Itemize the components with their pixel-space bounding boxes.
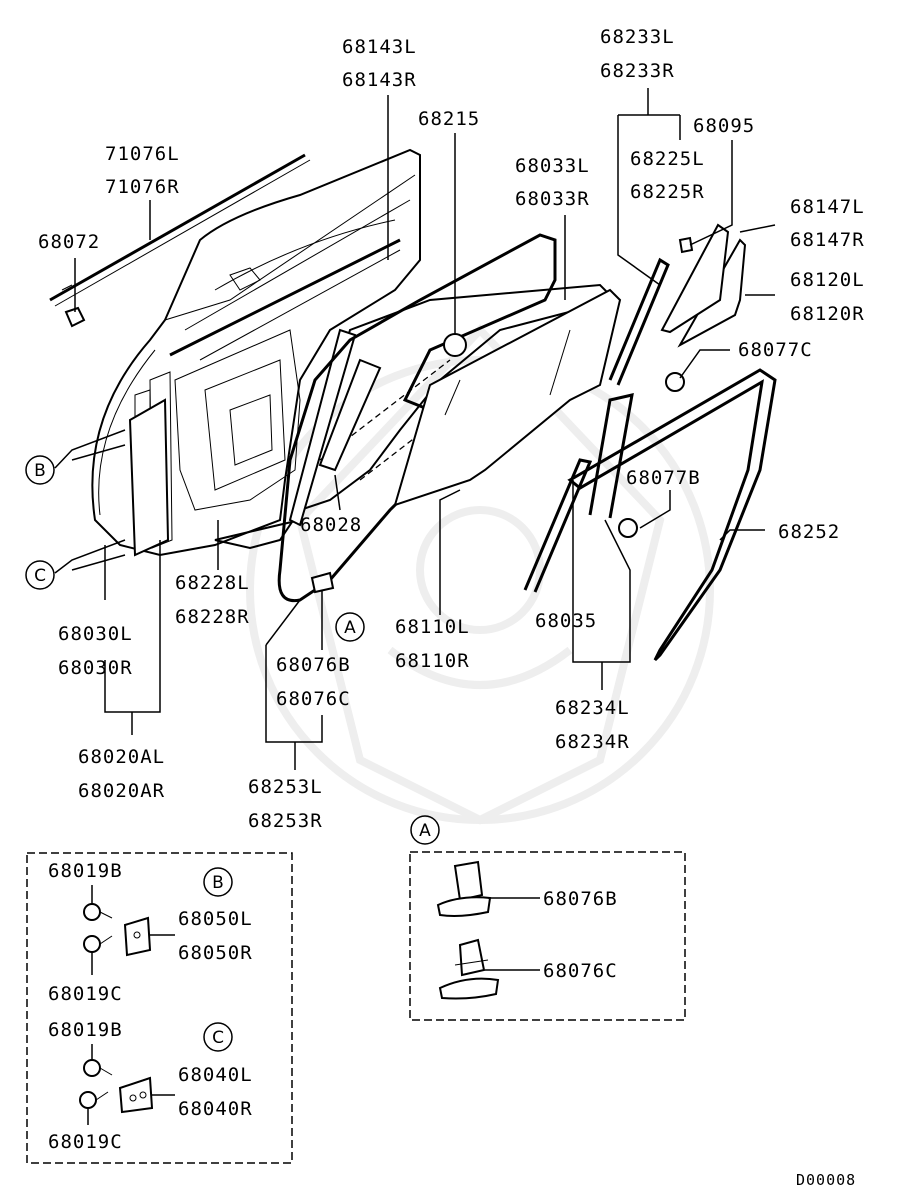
hinge-icon-C <box>118 1076 154 1114</box>
callout-C-inset: C <box>203 1022 233 1052</box>
inset-clip-box: A 68076B 68076C <box>409 815 686 1021</box>
part-labels: 71076L 71076R 68072 68143L 68143R 68215 … <box>38 26 865 832</box>
inset-hinge-box: B 68019B 68019C 68050L 68050R C 68019B 6… <box>26 852 293 1164</box>
hinge-area <box>128 398 170 557</box>
clip-icon-68076B <box>436 860 492 917</box>
glass-stopper <box>443 333 467 357</box>
screw-68095 <box>678 236 694 254</box>
label-68225L: 68225L <box>630 148 705 170</box>
label-68077B: 68077B <box>626 467 701 489</box>
callout-A-main: A <box>335 612 365 642</box>
glass-run-channel <box>608 257 670 386</box>
label-68110L: 68110L <box>395 616 470 638</box>
label-68215: 68215 <box>418 108 480 130</box>
label-71076L: 71076L <box>105 143 180 165</box>
callout-B-main: B <box>25 455 55 485</box>
bolt-icon-B-top <box>83 903 113 921</box>
clip-icon-68076C <box>438 938 500 1000</box>
channel-68028 <box>288 328 382 527</box>
label-68120L: 68120L <box>790 269 865 291</box>
clip-68076 <box>310 571 335 594</box>
label-68228R: 68228R <box>175 606 250 628</box>
door-shell <box>91 148 421 557</box>
door-glass <box>393 288 622 507</box>
opening-weatherstrip-68252 <box>567 368 777 662</box>
hinge-icon-B <box>123 916 152 957</box>
label-68095: 68095 <box>693 115 755 137</box>
svg-text:B: B <box>212 873 224 893</box>
sash-weatherstrip <box>169 238 401 357</box>
screw-68077B <box>618 518 638 538</box>
label-68143R: 68143R <box>342 69 417 91</box>
label-68225R: 68225R <box>630 181 705 203</box>
bolt-icon-B-bottom <box>83 935 113 953</box>
leader-lines <box>54 88 776 770</box>
label-68143L: 68143L <box>342 36 417 58</box>
diagram-code: D00008 <box>796 1171 856 1187</box>
inset-C-part-l: 68040L <box>178 1064 253 1086</box>
svg-text:A: A <box>344 618 356 638</box>
label-68120R: 68120R <box>790 303 865 325</box>
label-68033R: 68033R <box>515 188 590 210</box>
label-68076C: 68076C <box>276 688 351 710</box>
svg-text:B: B <box>34 461 46 481</box>
label-68030R: 68030R <box>58 657 133 679</box>
svg-text:A: A <box>419 821 431 841</box>
clip-68072 <box>64 306 86 328</box>
label-68077C: 68077C <box>738 339 813 361</box>
inset-C-bolt-top: 68019B <box>48 1019 123 1041</box>
label-68030L: 68030L <box>58 623 133 645</box>
label-68076B: 68076B <box>276 654 351 676</box>
label-68228L: 68228L <box>175 572 250 594</box>
label-68253R: 68253R <box>248 810 323 832</box>
inset-B-bolt-top: 68019B <box>48 860 123 882</box>
inset-B-part-r: 68050R <box>178 942 253 964</box>
label-68233R: 68233R <box>600 60 675 82</box>
inset-C-bolt-bottom: 68019C <box>48 1131 123 1153</box>
callout-B-inset: B <box>203 867 233 897</box>
sash-strip-68234 <box>588 393 634 519</box>
label-68072: 68072 <box>38 231 100 253</box>
inset-A-clip-b: 68076B <box>543 888 618 910</box>
callout-C-main: C <box>25 560 55 590</box>
label-68020AR: 68020AR <box>78 780 165 802</box>
quarter-glass <box>660 223 747 348</box>
label-68253L: 68253L <box>248 776 323 798</box>
label-68035: 68035 <box>535 610 597 632</box>
inset-B-bolt-bottom: 68019C <box>48 983 123 1005</box>
svg-text:C: C <box>212 1028 224 1048</box>
inset-B-part-l: 68050L <box>178 908 253 930</box>
label-68147R: 68147R <box>790 229 865 251</box>
inset-A-clip-c: 68076C <box>543 960 618 982</box>
label-68252: 68252 <box>778 521 840 543</box>
label-68033L: 68033L <box>515 155 590 177</box>
label-68028: 68028 <box>300 514 362 536</box>
bolt-icon-C-top <box>83 1059 113 1077</box>
sash-strip-68035 <box>523 458 593 593</box>
label-68147L: 68147L <box>790 196 865 218</box>
inset-C-part-r: 68040R <box>178 1098 253 1120</box>
svg-text:C: C <box>34 566 46 586</box>
label-68233L: 68233L <box>600 26 675 48</box>
label-68020AL: 68020AL <box>78 746 165 768</box>
bolt-icon-C-bottom <box>79 1091 109 1109</box>
label-71076R: 71076R <box>105 176 180 198</box>
label-68234L: 68234L <box>555 697 630 719</box>
belt-molding <box>49 153 311 307</box>
label-68234R: 68234R <box>555 731 630 753</box>
callout-A-inset: A <box>410 815 440 845</box>
label-68110R: 68110R <box>395 650 470 672</box>
